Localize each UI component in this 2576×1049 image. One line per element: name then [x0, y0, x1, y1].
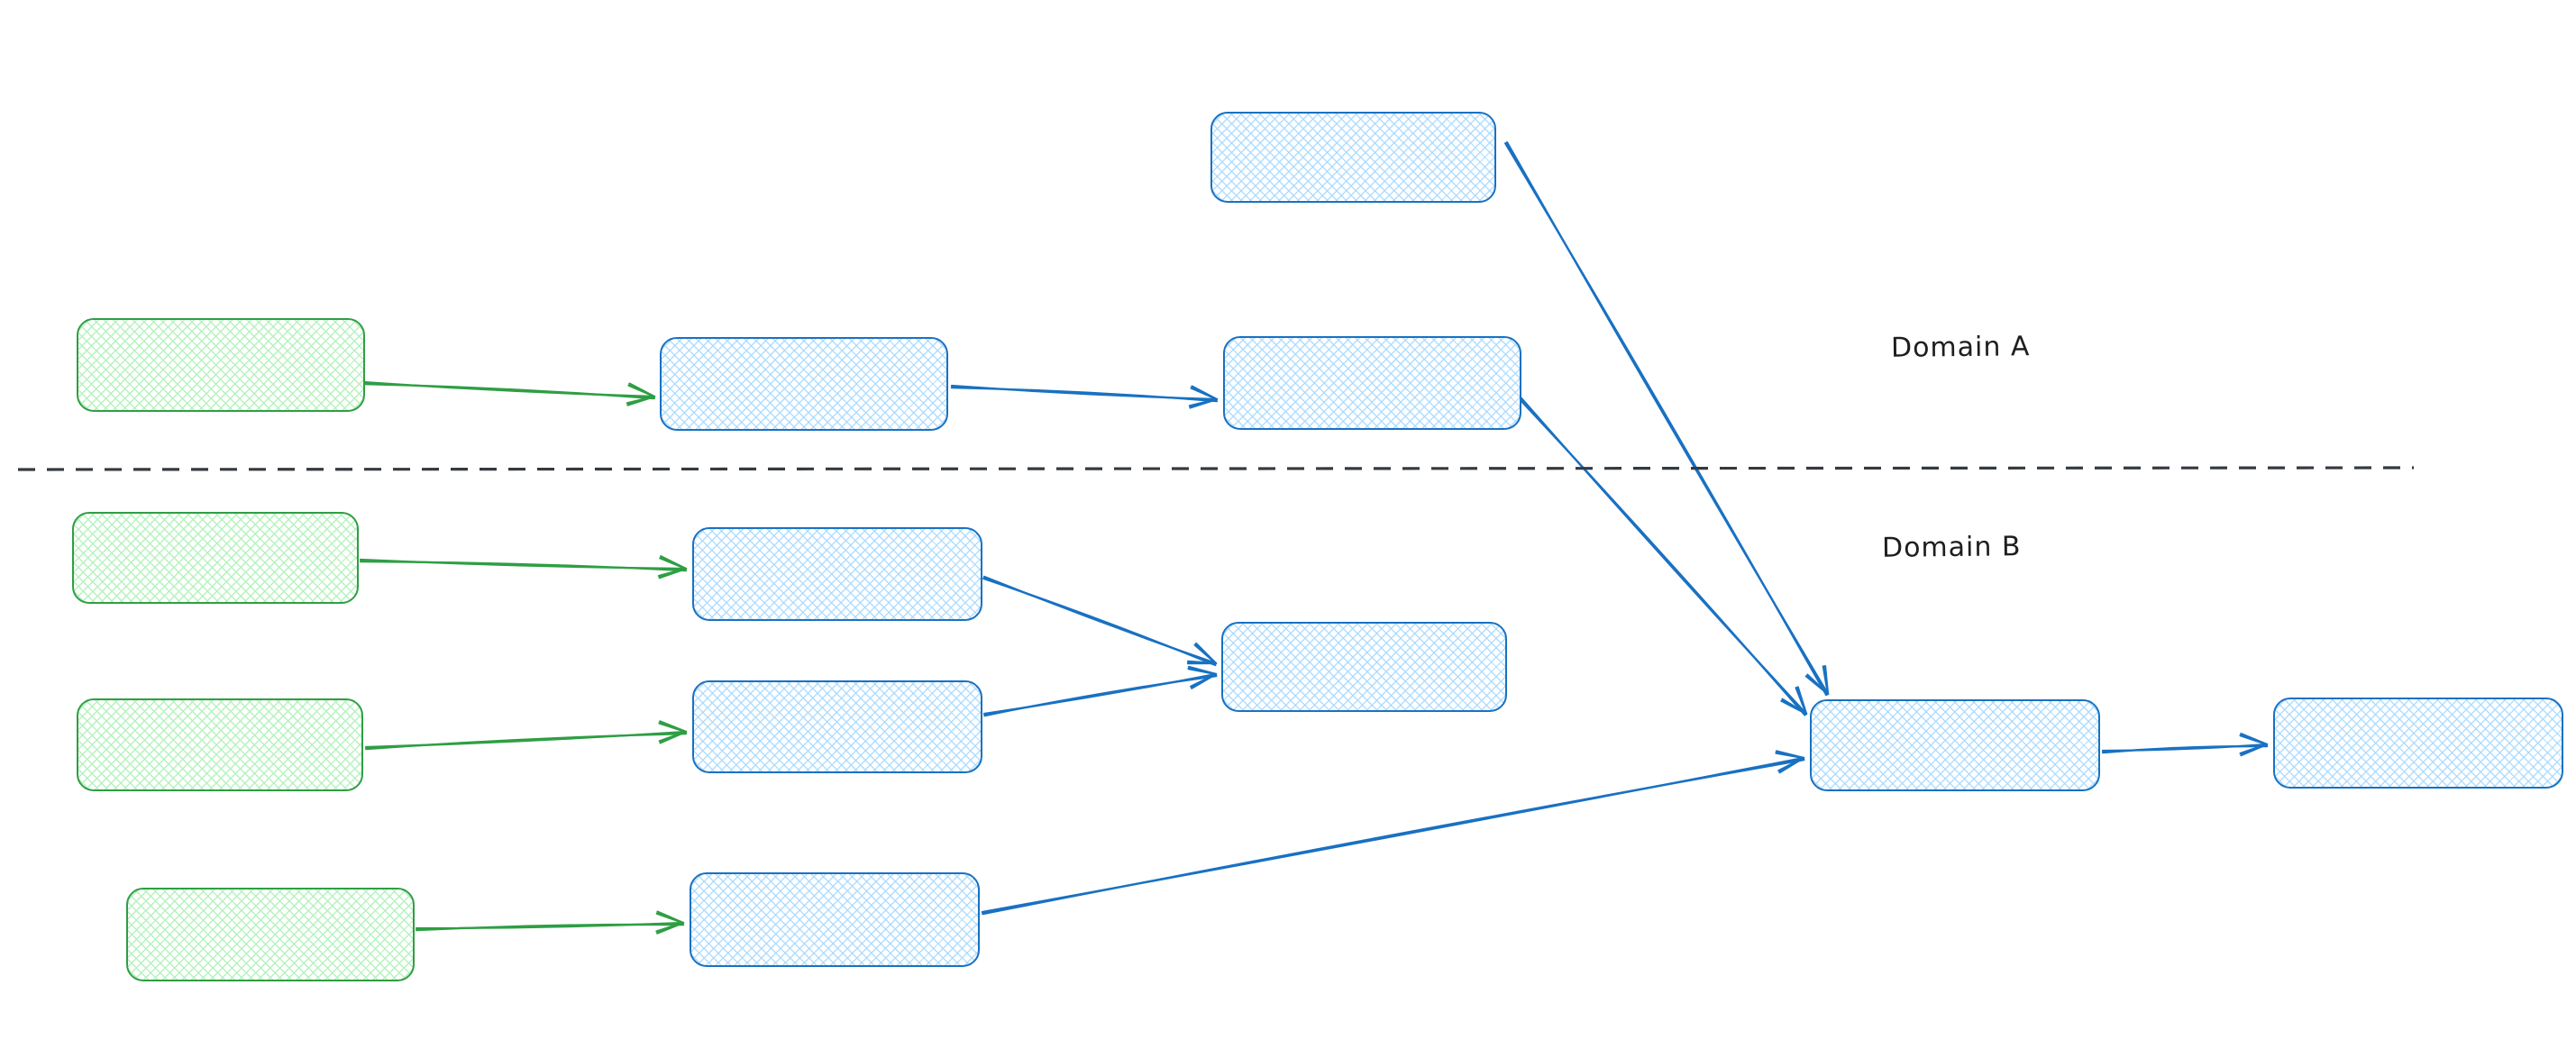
edge-blue-b3-to-hub-stroke1 — [982, 758, 1805, 916]
edge-hub-to-final-stroke1 — [2101, 744, 2269, 754]
edge-green-b3-to-blue-b3-head11 — [655, 921, 685, 933]
edge-blue-b2-to-merge-head01 — [1187, 665, 1218, 676]
edge-blue-a3-to-hub-head11 — [1781, 698, 1808, 716]
edge-blue-b2-to-merge-head11 — [1190, 672, 1218, 688]
edge-green-a-to-blue-a1-head01 — [628, 382, 656, 398]
edge-blue-a2-to-hub-stroke1 — [1504, 141, 1828, 697]
edge-blue-b2-to-merge-stroke1 — [983, 674, 1218, 717]
node-blue-b1 — [692, 527, 982, 621]
edge-green-b1-to-blue-b1-stroke1 — [359, 560, 688, 572]
node-green-source-b2 — [77, 698, 363, 791]
edge-blue-b3-to-hub-head01 — [1775, 750, 1805, 760]
node-blue-final — [2273, 698, 2563, 789]
edge-blue-a1-to-blue-a3-head01 — [1191, 385, 1219, 401]
node-green-source-b1 — [72, 512, 359, 604]
node-green-source-b3 — [126, 888, 415, 981]
edge-green-b1-to-blue-b1-head11 — [657, 567, 688, 578]
node-blue-b3 — [690, 872, 980, 967]
node-blue-hub — [1810, 699, 2100, 791]
edge-hub-to-final-head01 — [2240, 733, 2269, 746]
edge-blue-a3-to-hub-stroke1 — [1519, 398, 1806, 716]
edge-blue-a1-to-blue-a3-stroke1 — [950, 386, 1219, 403]
edge-blue-a1-to-blue-a3-head11 — [1188, 397, 1219, 407]
node-blue-a1 — [660, 337, 948, 431]
node-blue-a3 — [1223, 336, 1521, 430]
edge-blue-a3-to-hub-head01 — [1796, 686, 1808, 716]
domain-a-label: Domain A — [1890, 331, 2031, 364]
edge-blue-b3-to-hub-head11 — [1777, 756, 1805, 772]
edge-blue-b1-to-merge-head11 — [1186, 660, 1218, 665]
edge-blue-a2-to-hub-head11 — [1806, 673, 1830, 696]
edge-green-b1-to-blue-b1-head01 — [660, 555, 688, 570]
edge-blue-b1-to-merge-head01 — [1194, 642, 1218, 665]
edge-green-b3-to-blue-b3-stroke1 — [415, 923, 685, 932]
node-blue-a2-top — [1210, 112, 1496, 203]
edge-green-b2-to-blue-b2-head01 — [659, 720, 688, 734]
edge-hub-to-final-head11 — [2239, 743, 2269, 755]
edge-green-b2-to-blue-b2-head11 — [658, 730, 688, 743]
node-green-source-a — [77, 318, 365, 412]
edge-blue-b1-to-merge-stroke1 — [982, 577, 1217, 667]
domain-b-label: Domain B — [1881, 531, 2022, 564]
domain-divider-dashed-line — [17, 466, 2415, 471]
edge-green-a-to-blue-a1-stroke1 — [361, 382, 656, 400]
edge-blue-a2-to-hub-head01 — [1823, 664, 1830, 696]
edge-green-b3-to-blue-b3-head01 — [656, 910, 685, 925]
edge-green-a-to-blue-a1-head11 — [626, 395, 656, 405]
node-blue-merge-mid — [1221, 622, 1507, 712]
node-blue-b2 — [692, 680, 982, 773]
edge-green-b2-to-blue-b2-stroke1 — [364, 732, 688, 751]
